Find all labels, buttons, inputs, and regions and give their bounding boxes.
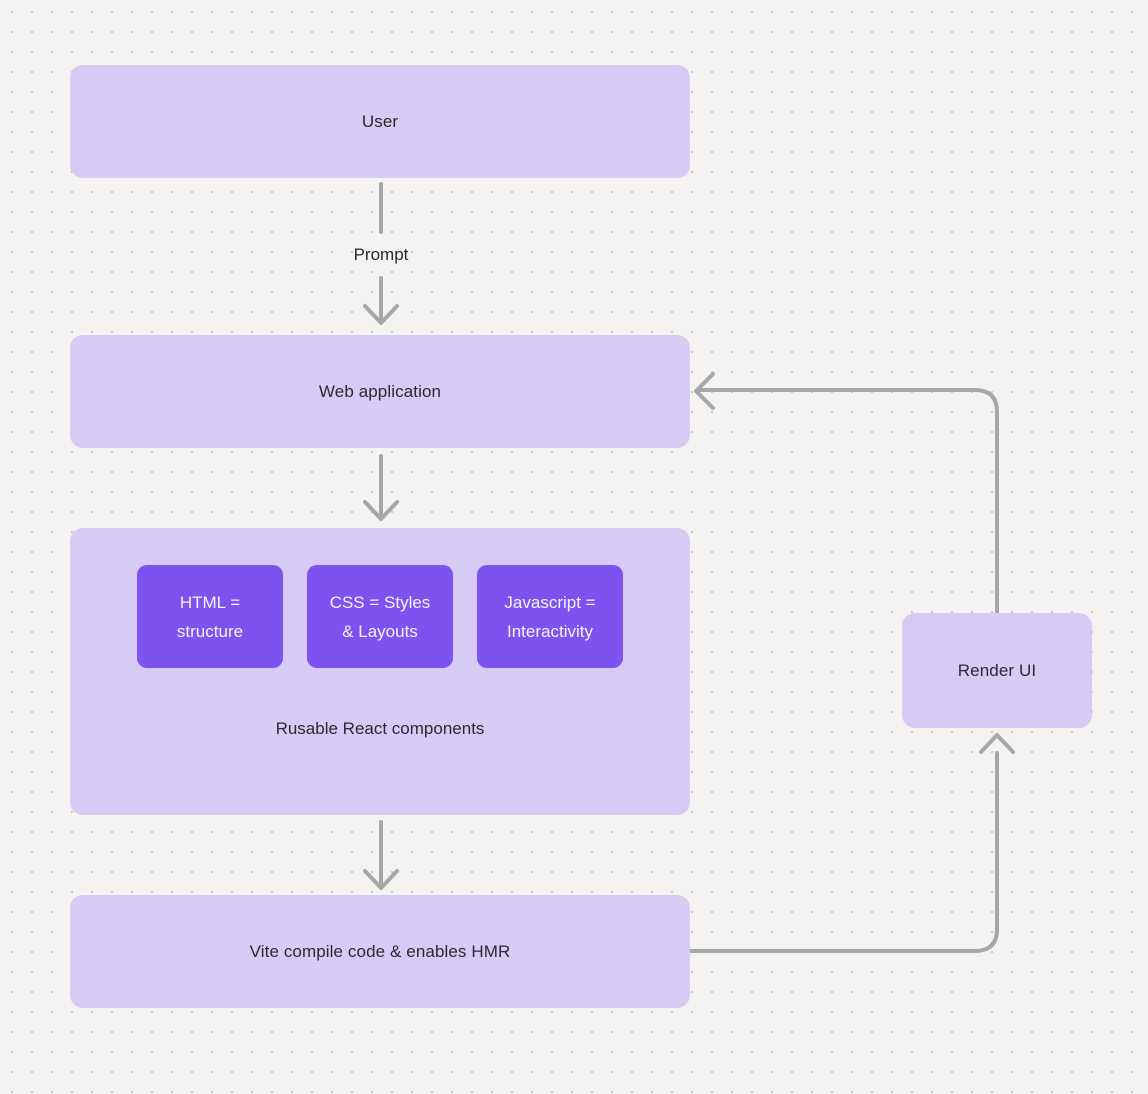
node-user: User	[70, 65, 690, 178]
edge-components-to-vite	[363, 820, 399, 890]
chip-css-styles: CSS = Styles & Layouts	[307, 565, 453, 668]
edge-render-ui-to-web-application	[694, 372, 999, 615]
node-vite-label: Vite compile code & enables HMR	[249, 941, 511, 961]
edge-web-application-to-components	[363, 454, 399, 521]
node-web-application-label: Web application	[318, 381, 442, 401]
edge-label-prompt: Prompt	[353, 245, 409, 264]
node-web-application: Web application	[70, 335, 690, 448]
chip-css-styles-label: CSS = Styles & Layouts	[329, 592, 431, 641]
chip-javascript-interactivity: Javascript = Interactivity	[477, 565, 623, 668]
chip-javascript-interactivity-label: Javascript = Interactivity	[504, 592, 596, 641]
components-group-caption: Rusable React components	[275, 719, 485, 738]
node-render-ui-label: Render UI	[957, 660, 1037, 680]
chip-html-structure-label: HTML = structure	[176, 592, 244, 641]
chip-html-structure: HTML = structure	[137, 565, 283, 668]
edge-vite-to-render-ui	[688, 733, 1015, 953]
node-render-ui: Render UI	[902, 613, 1092, 728]
node-user-label: User	[361, 111, 399, 131]
node-vite: Vite compile code & enables HMR	[70, 895, 690, 1008]
